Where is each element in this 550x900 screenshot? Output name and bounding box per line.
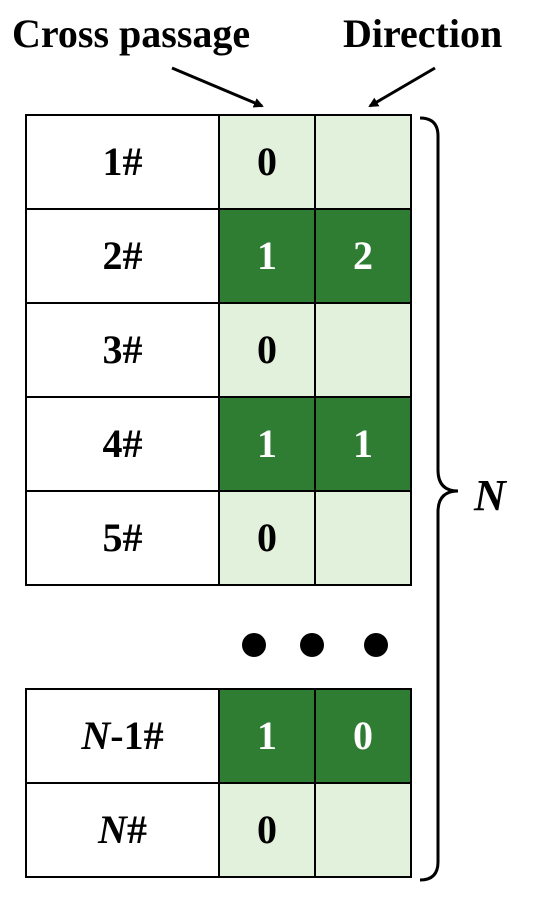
ellipsis-dot [242,633,266,657]
table-row: N#0 [25,782,412,878]
direction-cell [314,490,412,586]
row-id-label: 4# [102,421,143,466]
direction-cell [314,302,412,398]
table-row: 5# 0 [25,490,412,586]
ellipsis-dot [300,633,324,657]
row-id-cell: 1# [25,114,220,210]
cross-passage-cell: 0 [218,490,316,586]
row-id-cell: 5# [25,490,220,586]
brace-label: N [474,471,506,520]
direction-header: Direction [343,11,503,56]
row-id-label: 1# [102,139,143,184]
cross-passage-cell: 0 [218,782,316,878]
cross-passage-cell: 0 [218,302,316,398]
row-id-variable: N [98,807,127,852]
direction-cell [314,782,412,878]
row-id-cell: N# [25,782,220,878]
cross-passage-cell: 1 [218,688,316,784]
row-id-cell: 4# [25,396,220,492]
row-id-cell: 3# [25,302,220,398]
cross-passage-cell: 1 [218,396,316,492]
direction-cell: 1 [314,396,412,492]
row-id-label: 5# [102,515,143,560]
direction-cell [314,114,412,210]
cross-passage-arrow [171,66,264,108]
cross-passage-cell: 1 [218,208,316,304]
ellipsis-dots [0,633,550,663]
direction-arrow [368,66,436,108]
direction-cell: 2 [314,208,412,304]
table-row: 3# 0 [25,302,412,398]
row-id-label: 3# [102,327,143,372]
row-id-variable: N [81,713,111,758]
table-row: 1# 0 [25,114,412,210]
cross-passage-header: Cross passage [12,11,251,56]
row-id-label: # [126,807,147,852]
row-id-label: 2# [102,233,143,278]
right-brace [419,116,459,882]
row-id-cell: N-1# [25,688,220,784]
ellipsis-dot [364,633,388,657]
row-id-label: -1# [110,713,164,758]
direction-cell: 0 [314,688,412,784]
row-id-cell: 2# [25,208,220,304]
cross-passage-cell: 0 [218,114,316,210]
